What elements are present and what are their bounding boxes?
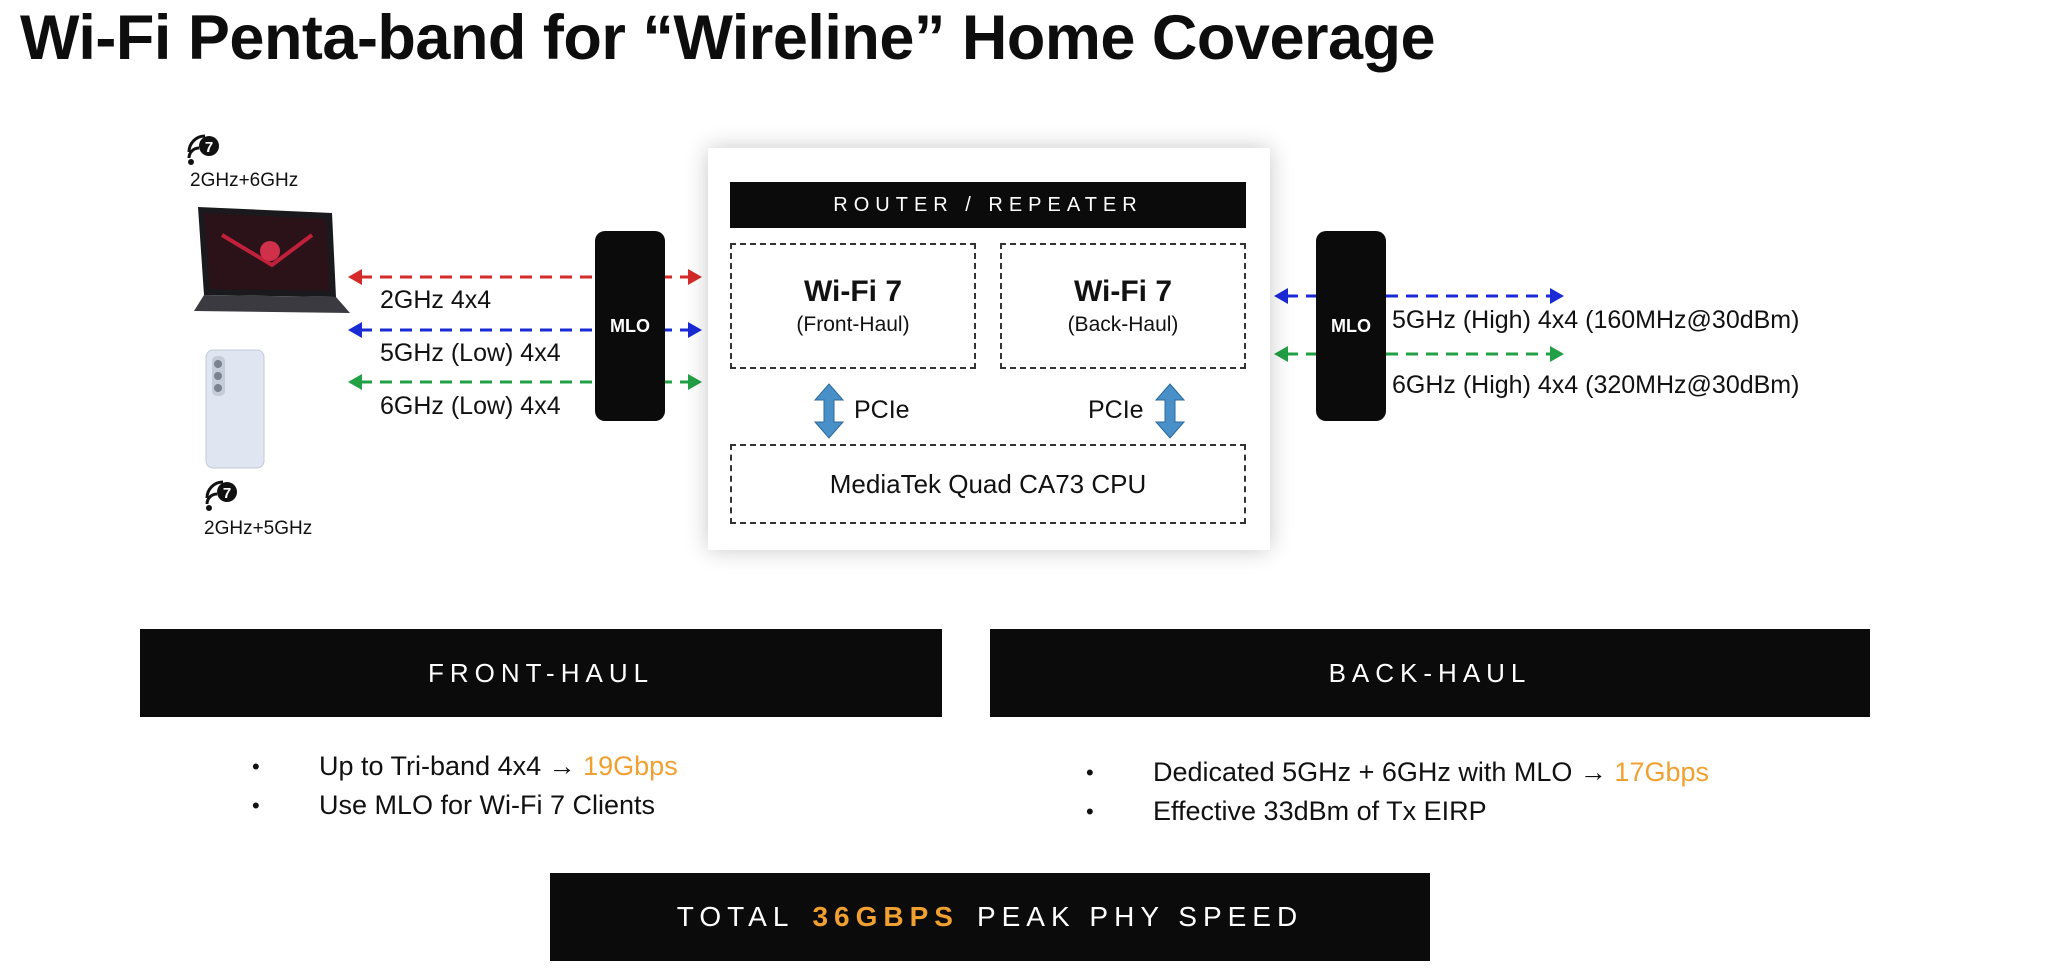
client-bottom-band: 2GHz+5GHz <box>204 518 313 539</box>
front-haul-bullet-text: Use MLO for Wi-Fi 7 Clients <box>319 790 656 820</box>
list-item: • Effective 33dBm of Tx EIRP <box>1082 792 1709 831</box>
front-link-label: 5GHz (Low) 4x4 <box>380 339 561 367</box>
phone-image <box>205 349 265 469</box>
wifi-7-icon: 7 <box>187 134 219 165</box>
total-suffix: PEAK PHY SPEED <box>976 901 1304 932</box>
pcie-double-arrow-icon <box>1154 383 1186 439</box>
front-link-label: 6GHz (Low) 4x4 <box>380 392 561 420</box>
total-speed-banner: TOTAL 36GBPS PEAK PHY SPEED <box>550 873 1430 961</box>
back-haul-bullets: • Dedicated 5GHz + 6GHz with MLO → 17Gbp… <box>1082 753 1709 831</box>
back-link-label: 6GHz (High) 4x4 (320MHz@30dBm) <box>1392 371 1800 399</box>
page-title: Wi-Fi Penta-band for “Wireline” Home Cov… <box>20 3 1436 73</box>
svg-text:7: 7 <box>223 485 231 502</box>
list-item: • Dedicated 5GHz + 6GHz with MLO → 17Gbp… <box>1082 753 1709 792</box>
bullet-marker: • <box>1086 799 1094 824</box>
mlo-front-block: MLO <box>595 231 665 421</box>
wifi7-front-subtitle: (Front-Haul) <box>796 313 910 336</box>
mlo-back-block: MLO <box>1316 231 1386 421</box>
bullet-marker: • <box>1086 760 1094 785</box>
wifi7-front-haul-box: Wi-Fi 7 (Front-Haul) <box>730 243 976 369</box>
pcie-back-label: PCIe <box>1088 396 1144 424</box>
total-value: 36GBPS <box>812 901 959 932</box>
link-2ghz-arrow <box>348 269 702 285</box>
router-repeater-box: ROUTER / REPEATER Wi-Fi 7 (Front-Haul) W… <box>708 148 1270 550</box>
svg-text:7: 7 <box>205 139 213 156</box>
cpu-label: MediaTek Quad CA73 CPU <box>829 468 1147 499</box>
client-top-band: 2GHz+6GHz <box>190 170 299 191</box>
front-haul-speed: 19Gbps <box>583 751 678 781</box>
list-item: • Use MLO for Wi-Fi 7 Clients <box>248 786 678 825</box>
front-haul-bullets: • Up to Tri-band 4x4 → 19Gbps • Use MLO … <box>248 747 678 825</box>
link-6ghz-low-arrow <box>348 374 702 390</box>
link-5ghz-low-arrow <box>348 322 702 338</box>
back-haul-bullet-text: Dedicated 5GHz + 6GHz with MLO → <box>1153 757 1615 787</box>
router-header: ROUTER / REPEATER <box>730 182 1246 228</box>
wifi-7-icon: 7 <box>205 480 237 511</box>
laptop-image <box>194 207 350 313</box>
list-item: • Up to Tri-band 4x4 → 19Gbps <box>248 747 678 786</box>
back-haul-bullet-text: Effective 33dBm of Tx EIRP <box>1153 796 1487 826</box>
pcie-double-arrow-icon <box>813 383 845 439</box>
front-haul-bullet-text: Up to Tri-band 4x4 → <box>319 751 584 781</box>
front-link-label: 2GHz 4x4 <box>380 286 492 314</box>
wifi7-back-title: Wi-Fi 7 <box>1073 275 1173 308</box>
wifi7-back-subtitle: (Back-Haul) <box>1067 313 1179 336</box>
wifi7-back-haul-box: Wi-Fi 7 (Back-Haul) <box>1000 243 1246 369</box>
back-haul-speed: 17Gbps <box>1614 757 1709 787</box>
pcie-front-label: PCIe <box>854 396 910 424</box>
total-prefix: TOTAL <box>676 901 795 932</box>
back-haul-header: BACK-HAUL <box>990 629 1870 717</box>
bullet-marker: • <box>252 793 260 818</box>
cpu-box: MediaTek Quad CA73 CPU <box>730 444 1246 524</box>
front-haul-header: FRONT-HAUL <box>140 629 942 717</box>
bullet-marker: • <box>252 754 260 779</box>
back-link-label: 5GHz (High) 4x4 (160MHz@30dBm) <box>1392 306 1800 334</box>
wifi7-front-title: Wi-Fi 7 <box>803 275 903 308</box>
